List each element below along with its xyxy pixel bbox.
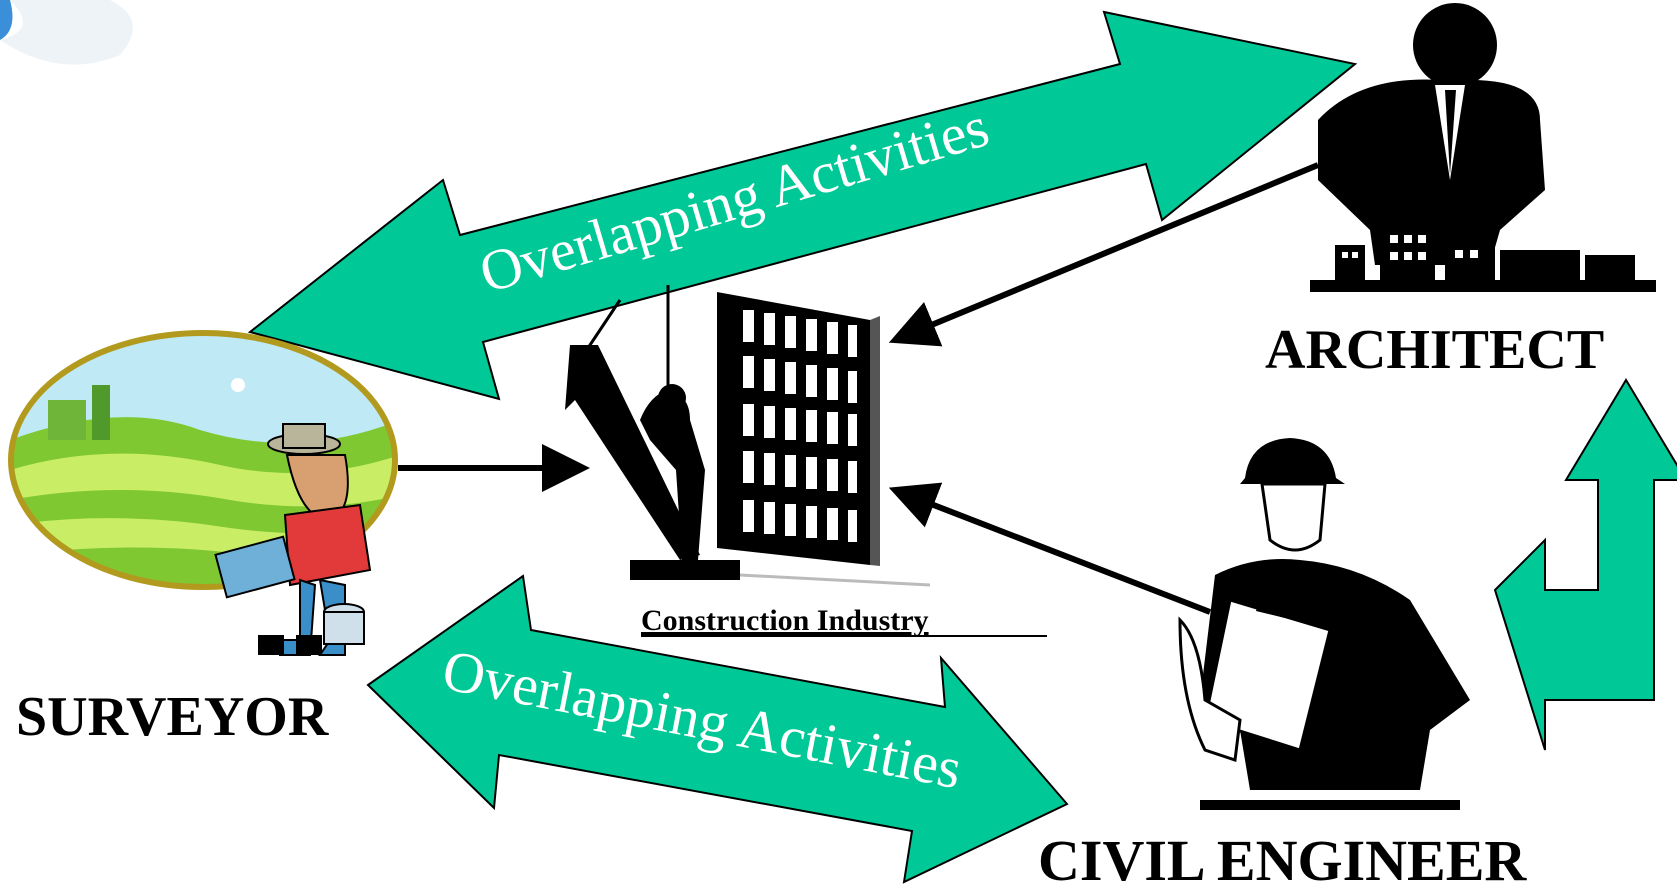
architect-label: ARCHITECT: [1265, 319, 1604, 381]
engineer-architect-elbow-arrow: [1493, 378, 1677, 751]
corner-decoration: [0, 0, 133, 65]
arrow-shape-bottom: [366, 574, 1069, 884]
architect-silhouette-icon: [1310, 3, 1656, 292]
surveyor-label: SURVEYOR: [16, 686, 329, 748]
connector-engineer-to-industry: [888, 482, 1212, 615]
civil-engineer-label: CIVIL ENGINEER: [1038, 828, 1527, 891]
engineer-with-clipboard-icon: [1178, 438, 1470, 810]
construction-worker-building-icon: [565, 285, 931, 587]
connector-architect-to-industry: [888, 162, 1320, 347]
elbow-arrow-shape: [1493, 378, 1677, 751]
surveyor-with-laptop-icon: [8, 330, 398, 656]
construction-industry-label: Construction Industry: [641, 604, 929, 637]
arrow-shape-top: [247, 10, 1358, 401]
